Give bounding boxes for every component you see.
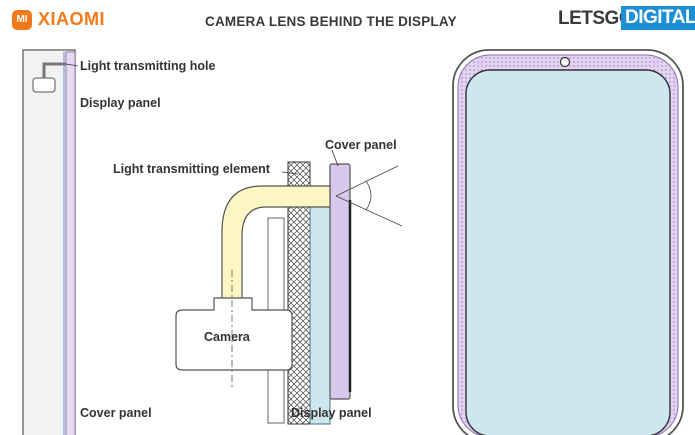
camera-hole-front — [559, 56, 571, 68]
camera-body — [175, 297, 293, 371]
source-logo-badge: DIGITAL — [621, 6, 695, 30]
cross-section-view — [175, 149, 403, 425]
label-display-panel-side: Display panel — [80, 96, 161, 110]
source-logo-text: LETSGO — [558, 8, 634, 29]
cover-panel-side — [65, 51, 76, 435]
cover-panel-section — [329, 163, 351, 400]
fov-line-lower — [335, 195, 403, 227]
brand-name: XIAOMI — [38, 9, 106, 29]
leader-cover-panel — [331, 149, 339, 167]
label-light-transmitting-element: Light transmitting element — [113, 162, 270, 176]
side-profile-view — [22, 49, 79, 435]
light-path-small — [42, 62, 66, 78]
fov-line-upper — [335, 165, 399, 197]
label-cover-panel-bottom: Cover panel — [80, 406, 152, 420]
leader-line-hole — [65, 63, 79, 67]
light-transmitting-element — [221, 185, 331, 301]
leader-light-element — [281, 171, 299, 175]
display-area — [465, 69, 671, 435]
camera-module-small — [32, 77, 56, 93]
label-cover-panel-top: Cover panel — [325, 138, 397, 152]
label-display-panel-bottom: Display panel — [291, 406, 372, 420]
page-title: CAMERA LENS BEHIND THE DISPLAY — [205, 14, 457, 29]
fov-arc — [365, 180, 372, 211]
label-camera: Camera — [204, 330, 250, 344]
xiaomi-logo: MI — [12, 10, 32, 30]
label-light-transmitting-hole: Light transmitting hole — [80, 59, 216, 73]
front-view — [452, 49, 684, 435]
display-glass-layer — [309, 199, 331, 425]
